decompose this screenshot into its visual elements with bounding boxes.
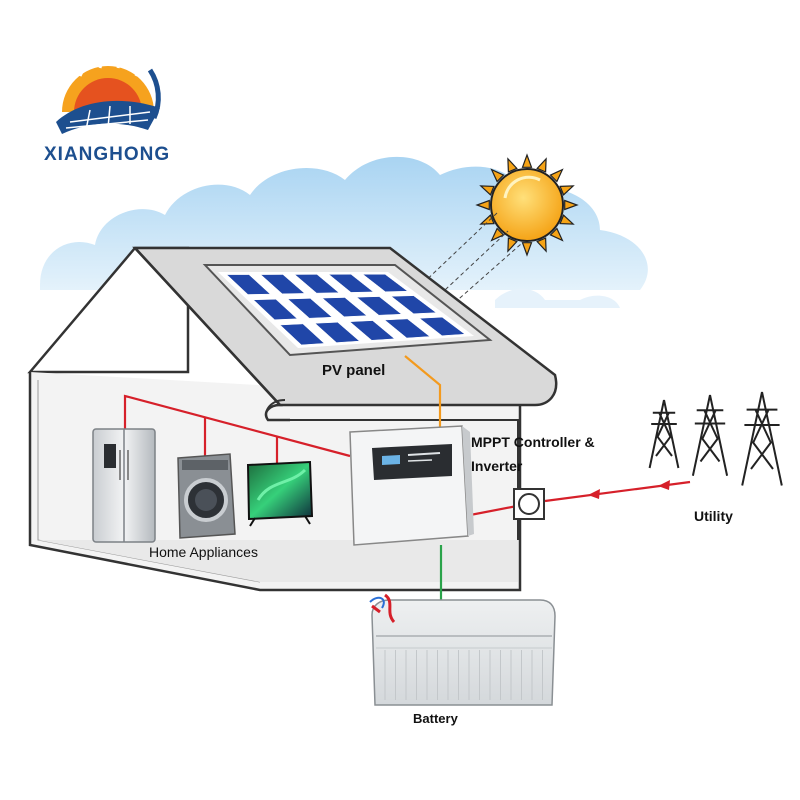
- solar-cell: [356, 296, 403, 316]
- utility-label: Utility: [694, 508, 733, 524]
- solar-cell: [314, 322, 361, 343]
- sun-ray: [549, 168, 564, 183]
- solar-cell: [321, 297, 368, 317]
- pv-dc-wire: [404, 355, 442, 430]
- solar-cell: [260, 274, 306, 295]
- sunrise-solar-logo: [56, 43, 161, 134]
- sun-ray: [479, 214, 495, 225]
- solar-cell: [390, 295, 437, 314]
- solar-cell: [349, 320, 396, 341]
- sun-ray: [479, 185, 495, 196]
- solar-cell: [279, 323, 325, 346]
- utility-wire: [544, 480, 691, 503]
- sun-ray: [559, 214, 575, 225]
- inverter-label-line1: MPPT Controller &: [471, 434, 595, 450]
- solar-cell: [418, 316, 466, 336]
- solar-cell: [328, 274, 375, 293]
- sun-icon: [475, 153, 579, 257]
- solar-cell: [252, 299, 298, 320]
- battery-label: Battery: [413, 711, 458, 726]
- sun-ray: [490, 168, 505, 183]
- tv-icon: [246, 460, 314, 527]
- inverter-icon: [349, 425, 474, 546]
- sun-ray: [490, 227, 505, 242]
- washing-machine-icon: [177, 453, 236, 539]
- battery-icon: [369, 593, 556, 706]
- sun-ray: [507, 237, 518, 253]
- solar-cell: [362, 274, 409, 292]
- solar-cell: [384, 318, 431, 339]
- sun-ray: [521, 153, 533, 168]
- sun-ray: [507, 157, 518, 173]
- transmission-tower-icon: [741, 391, 783, 486]
- home-appliances-label: Home Appliances: [149, 544, 258, 560]
- solar-cell: [226, 274, 271, 295]
- ac-wiring: [123, 394, 523, 518]
- sun-ray: [521, 242, 533, 257]
- transmission-tower-icon: [691, 394, 729, 476]
- brand-logo: [56, 43, 161, 134]
- pv-panel-label: PV panel: [322, 362, 386, 379]
- inverter-label-line2: Inverter: [471, 458, 523, 474]
- sun-ray: [536, 157, 547, 173]
- solar-cell: [294, 274, 340, 294]
- sun-ray: [549, 227, 564, 242]
- sun-ray: [559, 185, 575, 196]
- brand-name: XIANGHONG: [44, 144, 171, 165]
- sun-ray: [475, 199, 490, 211]
- solar-cell: [287, 298, 333, 319]
- sun-ray: [536, 237, 547, 253]
- meter-icon: [513, 488, 545, 520]
- refrigerator-icon: [92, 428, 156, 543]
- sun-ray: [564, 199, 579, 211]
- solar-panel-icon: [202, 264, 493, 357]
- transmission-towers: [648, 391, 783, 486]
- transmission-tower-icon: [648, 399, 680, 469]
